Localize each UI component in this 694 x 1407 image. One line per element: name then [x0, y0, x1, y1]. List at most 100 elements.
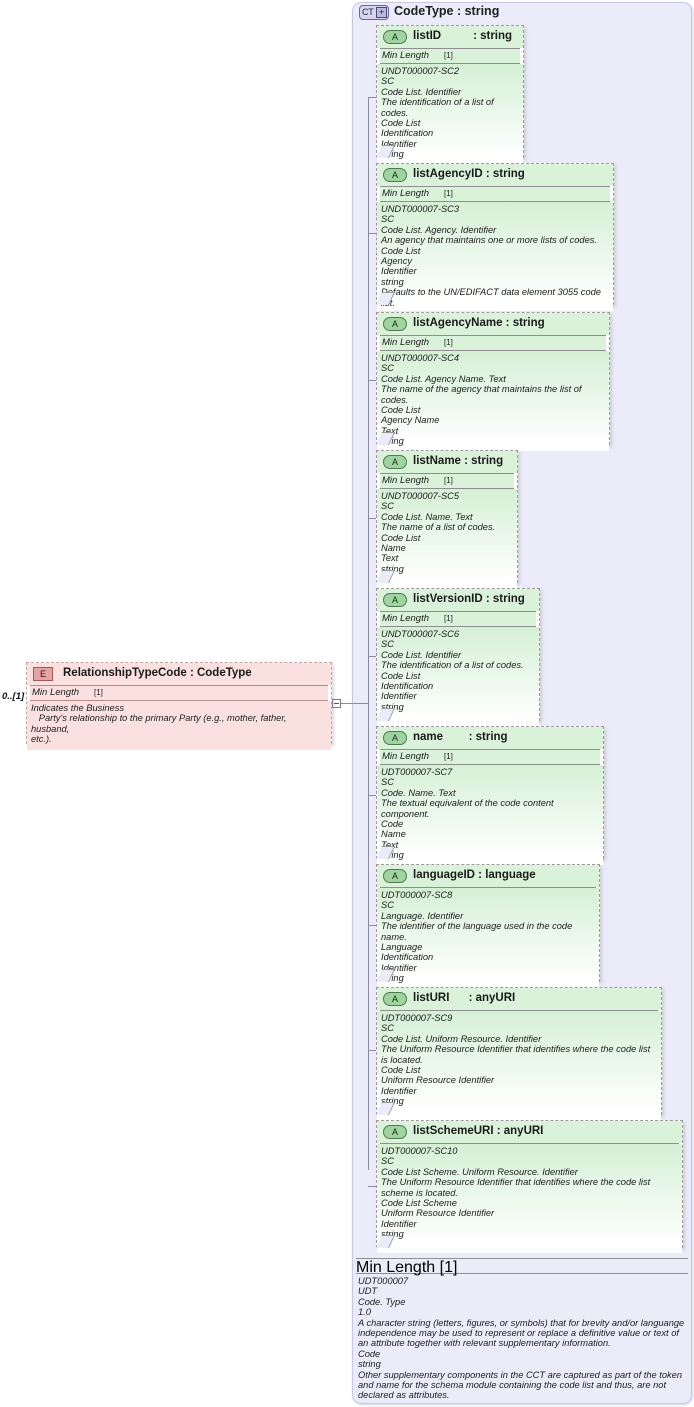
attr-stub-name: [368, 795, 376, 796]
attribute-node-listschemeuri[interactable]: A listSchemeURI : anyURI UDT000007-SC10 …: [376, 1120, 683, 1253]
annotation-line: Code List: [381, 670, 421, 681]
annotation-line: Code List Scheme. Uniform Resource. Iden…: [381, 1166, 578, 1177]
element-node-relationshiptypecode[interactable]: E RelationshipTypeCode : CodeType Min Le…: [26, 662, 332, 750]
annotation-line: Identifier: [381, 266, 417, 277]
annotation-line: SC: [381, 363, 394, 374]
annotation-line: UNDT000007-SC3: [381, 204, 460, 214]
element-annotation-line: etc.).: [31, 734, 52, 745]
attribute-minlength-row: Min Length [1]: [380, 611, 536, 627]
complextype-badge[interactable]: CT +: [359, 5, 389, 20]
type-annotation: UDT000007 UDT Code. Type 1.0 A character…: [356, 1274, 688, 1404]
annotation-line: Code List. Identifier: [381, 86, 462, 97]
annotation-line: The identification of a list of codes.: [381, 660, 524, 671]
attribute-node-listversionid[interactable]: A listVersionID : string Min Length [1] …: [376, 588, 540, 727]
annotation-line: Name: [381, 829, 406, 840]
annotation-line: UDT000007-SC9: [381, 1013, 453, 1023]
annotation-line: string: [381, 973, 404, 984]
annotation-line: The identification of a list of codes.: [381, 97, 494, 118]
attribute-badge: A: [383, 869, 407, 883]
attribute-divider: [380, 1010, 658, 1011]
attribute-node-name[interactable]: A name : string Min Length [1] UDT000007…: [376, 726, 604, 865]
annotation-line: Code List: [381, 118, 421, 129]
annotation-line: Language: [381, 942, 423, 953]
annotation-line: Code List: [381, 1065, 421, 1076]
attribute-node-listid[interactable]: A listID : string Min Length [1] UNDT000…: [376, 25, 524, 164]
attribute-title: name : string: [413, 731, 508, 743]
annotation-line: string: [381, 1229, 678, 1239]
attribute-node-listagencyname[interactable]: A listAgencyName : string Min Length [1]…: [376, 312, 610, 451]
annotation-line: UDT000007-SC10: [381, 1146, 458, 1156]
annotation-line: Identifier: [381, 962, 417, 973]
element-minlength-label: Min Length: [32, 687, 80, 698]
attribute-badge: A: [383, 1125, 407, 1139]
annotation-line: string: [381, 1096, 657, 1106]
attribute-title: listSchemeURI : anyURI: [413, 1125, 544, 1137]
annotation-line: UNDT000007-SC4: [381, 353, 460, 363]
attribute-annotation: UNDT000007-SC2 SC Code List. Identifier …: [377, 64, 523, 164]
attribute-badge: A: [383, 731, 407, 745]
annotation-line: UNDT000007-SC6: [381, 629, 460, 639]
attribute-badge: A: [383, 593, 407, 607]
attr-stub-listuri: [368, 1050, 376, 1051]
attribute-annotation: UDT000007-SC8 SC Language. Identifier Th…: [377, 888, 599, 987]
attribute-minlength-value: [1]: [444, 476, 453, 485]
attribute-title: listURI : anyURI: [413, 992, 516, 1004]
annotation-line: Text: [381, 553, 399, 564]
attribute-annotation: UNDT000007-SC6 SC Code List. Identifier …: [377, 627, 539, 727]
annotation-line: Identifier: [381, 1085, 417, 1096]
annotation-line: 1.0: [358, 1307, 371, 1318]
attribute-node-listname[interactable]: A listName : string Min Length [1] UNDT0…: [376, 450, 518, 589]
annotation-line: string: [381, 436, 404, 447]
attribute-header: A name : string: [377, 727, 603, 749]
attribute-header: A languageID : language: [377, 865, 599, 887]
annotation-line: SC: [381, 214, 394, 225]
type-footer: Min Length [1] UDT000007 UDT Code. Type …: [356, 1258, 688, 1404]
attribute-header: A listAgencyName : string: [377, 313, 609, 335]
attr-stub-listid: [368, 97, 376, 98]
attribute-header: A listVersionID : string: [377, 589, 539, 611]
attribute-badge: A: [383, 317, 407, 331]
element-annotation: Indicates the Business Party's relations…: [27, 701, 331, 750]
attribute-node-languageid[interactable]: A languageID : language UDT000007-SC8 SC…: [376, 864, 600, 987]
annotation-line: Identification: [381, 952, 434, 963]
annotation-line: Text: [381, 839, 399, 850]
attribute-node-listuri[interactable]: A listURI : anyURI UDT000007-SC9 SC Code…: [376, 987, 662, 1120]
expand-plus-icon[interactable]: +: [376, 7, 387, 18]
annotation-line: string: [381, 701, 404, 712]
attribute-minlength-label: Min Length: [382, 337, 430, 348]
attribute-minlength-row: Min Length [1]: [380, 749, 600, 765]
element-badge: E: [33, 667, 53, 681]
annotation-line: Name: [381, 543, 406, 554]
annotation-line: Code List. Identifier: [381, 649, 462, 660]
annotation-line: string: [381, 149, 404, 160]
complextype-badge-text: CT: [362, 7, 374, 17]
annotation-line: Code. Type: [358, 1296, 406, 1307]
annotation-line: string: [381, 276, 404, 287]
attribute-minlength-label: Min Length: [382, 188, 430, 199]
annotation-line: SC: [381, 777, 394, 788]
element-title: RelationshipTypeCode : CodeType: [63, 667, 252, 679]
attribute-header: A listName : string: [377, 451, 517, 473]
element-connector-box[interactable]: [332, 699, 341, 708]
annotation-line: The textual equivalent of the code conte…: [381, 798, 554, 819]
attribute-badge: A: [383, 455, 407, 469]
attribute-header: A listSchemeURI : anyURI: [377, 1121, 682, 1143]
annotation-line: UDT000007: [358, 1276, 409, 1286]
annotation-line: The identifier of the language used in t…: [381, 921, 573, 942]
annotation-line: Defaults to the UN/EDIFACT data element …: [381, 287, 601, 307]
attribute-node-listagencyid[interactable]: A listAgencyID : string Min Length [1] U…: [376, 163, 614, 311]
element-cardinality: 0..[1]: [2, 691, 25, 702]
attribute-title: listAgencyName : string: [413, 317, 545, 329]
attribute-bus-line: [368, 97, 369, 1170]
attribute-minlength-row: Min Length [1]: [380, 335, 606, 351]
annotation-line: string: [358, 1359, 381, 1370]
connector-line-element-to-type: [341, 703, 368, 704]
annotation-line: Agency Name: [381, 415, 440, 426]
annotation-line: SC: [381, 76, 394, 87]
attribute-minlength-row: Min Length [1]: [380, 473, 514, 489]
attribute-annotation: UNDT000007-SC3 SC Code List. Agency. Ide…: [377, 202, 613, 311]
attribute-annotation: UNDT000007-SC5 SC Code List. Name. Text …: [377, 489, 517, 589]
attribute-minlength-label: Min Length: [382, 613, 430, 624]
annotation-line: Code List. Agency. Identifier: [381, 224, 497, 235]
annotation-line: Identification: [381, 681, 434, 692]
